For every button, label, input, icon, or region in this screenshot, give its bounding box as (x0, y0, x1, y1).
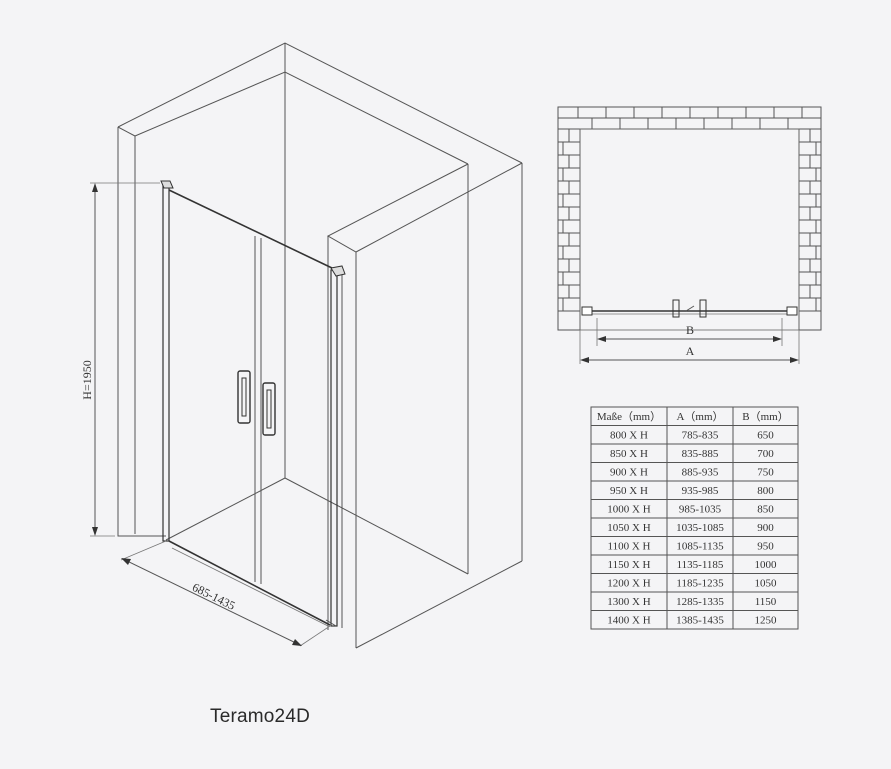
table-cell: 1000 (755, 559, 778, 571)
table-cell: 1100 X H (608, 541, 651, 553)
table-cell: 1285-1335 (676, 596, 724, 608)
dimension-b-label: B (686, 323, 694, 337)
width-dimension-label: 685-1435 (190, 580, 237, 613)
table-cell: 1185-1235 (676, 578, 724, 590)
table-cell: 800 X H (610, 430, 648, 442)
height-dimension-label: H=1950 (80, 360, 94, 399)
table-cell: 1150 X H (608, 559, 651, 571)
table-cell: 1200 X H (607, 578, 650, 590)
dimension-a-label: A (686, 344, 695, 358)
table-cell: 1135-1185 (677, 559, 724, 571)
table-cell: 700 (757, 448, 774, 460)
table-cell: 835-885 (682, 448, 719, 460)
size-table: Maße（mm） A（mm） B（mm） 800 X H 785-835 650 850 X… (590, 406, 799, 630)
table-cell: 1250 (755, 615, 778, 627)
table-cell: 885-935 (682, 467, 719, 479)
table-cell: 950 X H (610, 485, 648, 497)
table-cell: 1385-1435 (676, 615, 724, 627)
table-cell: 1400 X H (607, 615, 650, 627)
table-cell: 850 X H (610, 448, 648, 460)
table-cell: 1300 X H (607, 596, 650, 608)
table-cell: 1000 X H (607, 504, 650, 516)
isometric-view: H=1950 685-1435 (80, 42, 523, 649)
table-cell: 750 (757, 467, 774, 479)
table-cell: 1085-1135 (676, 541, 724, 553)
plan-view: B A (557, 106, 822, 364)
table-header-cell: A（mm） (676, 410, 723, 423)
table-cell: 1035-1085 (676, 522, 724, 534)
table-cell: 785-835 (682, 430, 719, 442)
table-cell: 935-985 (682, 485, 719, 497)
table-cell: 950 (757, 541, 774, 553)
table-cell: 650 (757, 430, 774, 442)
product-name: Teramo24D (210, 706, 311, 727)
table-cell: 1050 X H (607, 522, 650, 534)
table-cell: 1050 (755, 578, 778, 590)
table-cell: 900 (757, 522, 774, 534)
table-header-cell: Maße（mm） (597, 410, 661, 423)
table-cell: 900 X H (610, 467, 648, 479)
table-cell: 850 (757, 504, 774, 516)
table-cell: 985-1035 (679, 504, 722, 516)
table-cell: 800 (757, 485, 774, 497)
table-header-cell: B（mm） (742, 410, 788, 423)
table-cell: 1150 (755, 596, 777, 608)
